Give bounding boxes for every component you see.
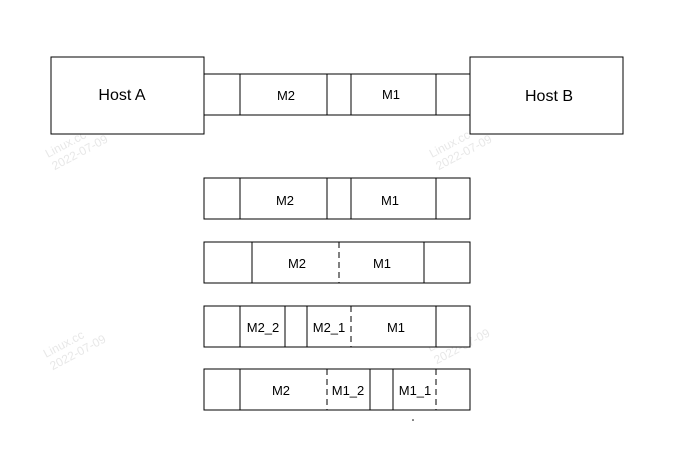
message-label-m1: M1: [381, 193, 399, 208]
stream-row-box: [203, 177, 471, 220]
host-b-box: [469, 56, 624, 135]
message-label-m2-1: M2_1: [313, 320, 346, 335]
host-a-box: [50, 56, 205, 135]
watermark-left-bottom: Linux.cc 2022-07-09: [41, 328, 109, 373]
stream-row-2: M2 M1: [203, 241, 471, 284]
stream-row-1: M2 M1: [203, 177, 471, 220]
message-label-m1: M1: [373, 256, 391, 271]
host-a-node: Host A: [50, 56, 205, 135]
message-label-m2: M2: [272, 383, 290, 398]
host-b-label: Host B: [525, 88, 573, 105]
message-label-m1: M1: [387, 320, 405, 335]
host-b-node: Host B: [469, 56, 624, 135]
message-label-m1: M1: [382, 87, 400, 102]
message-label-m2: M2: [288, 256, 306, 271]
stream-row-box: [203, 368, 471, 411]
message-label-m1-1: M1_1: [399, 383, 432, 398]
message-label-m2: M2: [277, 88, 295, 103]
top-link-stream: M2 M1: [204, 73, 470, 116]
stream-row-4: M2 M1_2 M1_1: [203, 368, 471, 411]
stream-row-3: M2_2 M2_1 M1: [203, 305, 471, 348]
message-label-m2: M2: [276, 193, 294, 208]
stray-dot: [412, 419, 414, 421]
host-a-label: Host A: [98, 87, 145, 104]
stream-row-box: [203, 305, 471, 348]
message-label-m2-2: M2_2: [247, 320, 280, 335]
message-label-m1-2: M1_2: [332, 383, 365, 398]
stream-row-box: [203, 241, 471, 284]
